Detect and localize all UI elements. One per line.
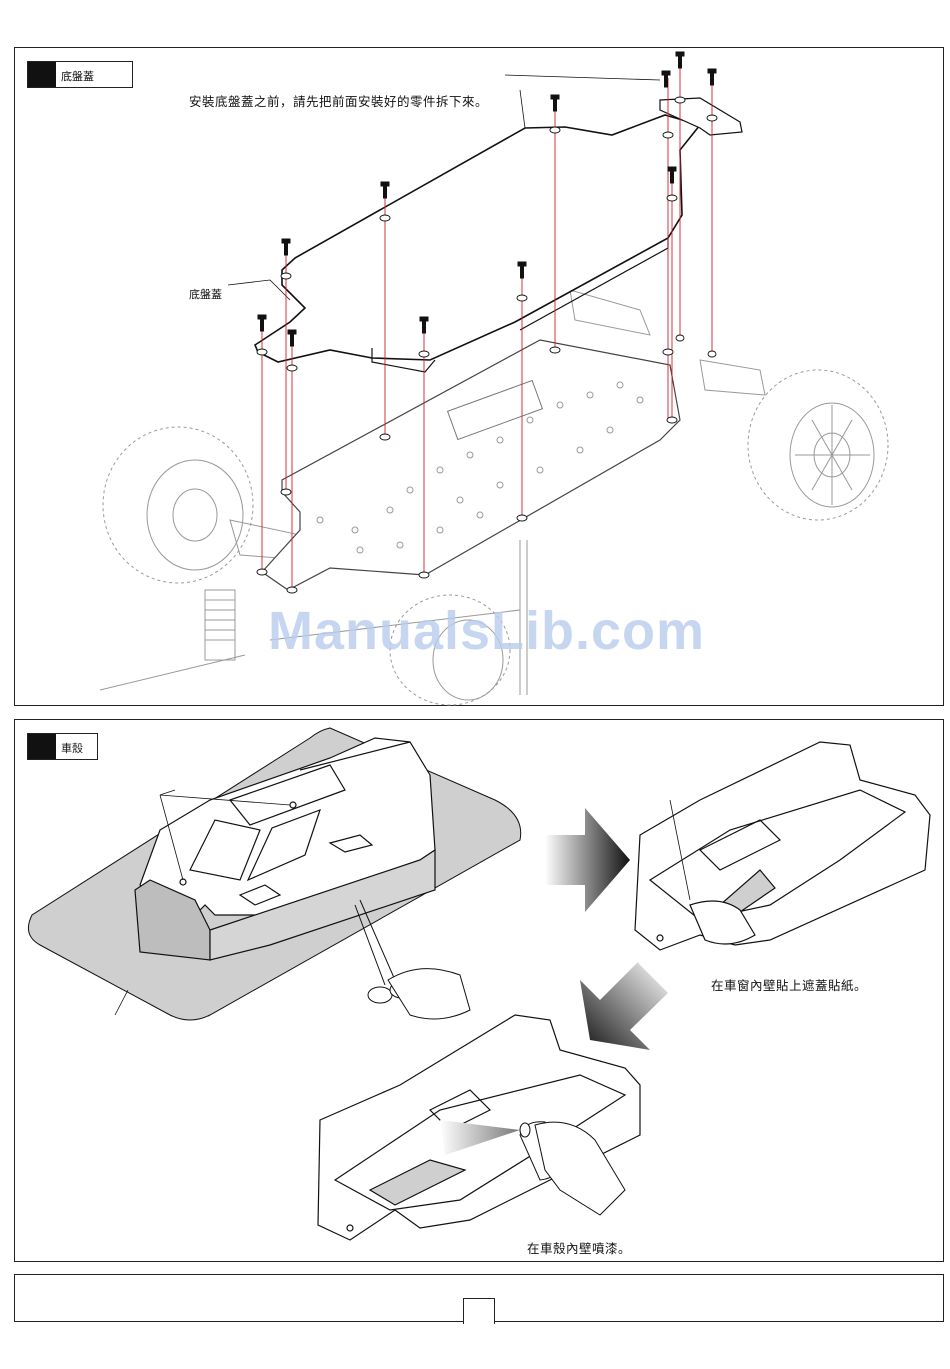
rear-suspension-arm bbox=[700, 360, 765, 395]
leader-instruction bbox=[505, 75, 660, 128]
watermark: ManualsLib.com bbox=[268, 600, 705, 662]
mat-leader bbox=[115, 990, 128, 1015]
leader-cover-callout bbox=[228, 280, 290, 300]
front-shock bbox=[205, 590, 235, 660]
rear-right-wheel bbox=[748, 370, 888, 520]
chassis-cover-outline bbox=[255, 115, 700, 362]
arrow-down-left bbox=[580, 962, 668, 1050]
arrow-right bbox=[545, 808, 630, 912]
front-left-wheel bbox=[103, 427, 253, 583]
chassis-plate bbox=[262, 340, 680, 590]
